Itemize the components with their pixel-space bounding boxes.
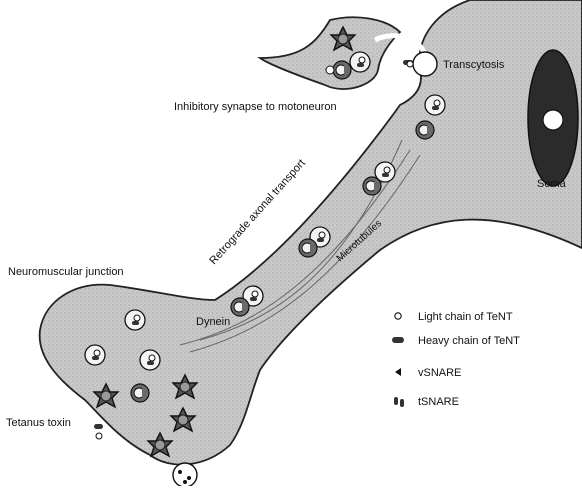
transcytosis-vesicle <box>413 52 437 76</box>
legend-label: vSNARE <box>418 367 461 379</box>
label-dynein: Dynein <box>196 316 230 328</box>
label-transcytosis: Transcytosis <box>443 59 505 71</box>
vsnare-icon <box>395 368 401 376</box>
label-soma: Soma <box>537 178 567 190</box>
label-inhibitory-synapse: Inhibitory synapse to motoneuron <box>174 101 337 113</box>
legend: Light chain of TeNT Heavy chain of TeNT … <box>392 311 520 408</box>
legend-label: Heavy chain of TeNT <box>418 335 520 347</box>
tetanus-toxin-molecule <box>94 424 103 439</box>
tsnare-icon <box>394 397 404 407</box>
inhibitory-terminal <box>260 17 400 89</box>
heavy-chain-icon <box>392 337 404 343</box>
label-tetanus-toxin: Tetanus toxin <box>6 417 71 429</box>
nucleolus <box>543 110 563 130</box>
legend-label: tSNARE <box>418 396 459 408</box>
legend-label: Light chain of TeNT <box>418 311 513 323</box>
light-chain-icon <box>395 313 401 319</box>
label-nmj: Neuromuscular junction <box>8 266 124 278</box>
